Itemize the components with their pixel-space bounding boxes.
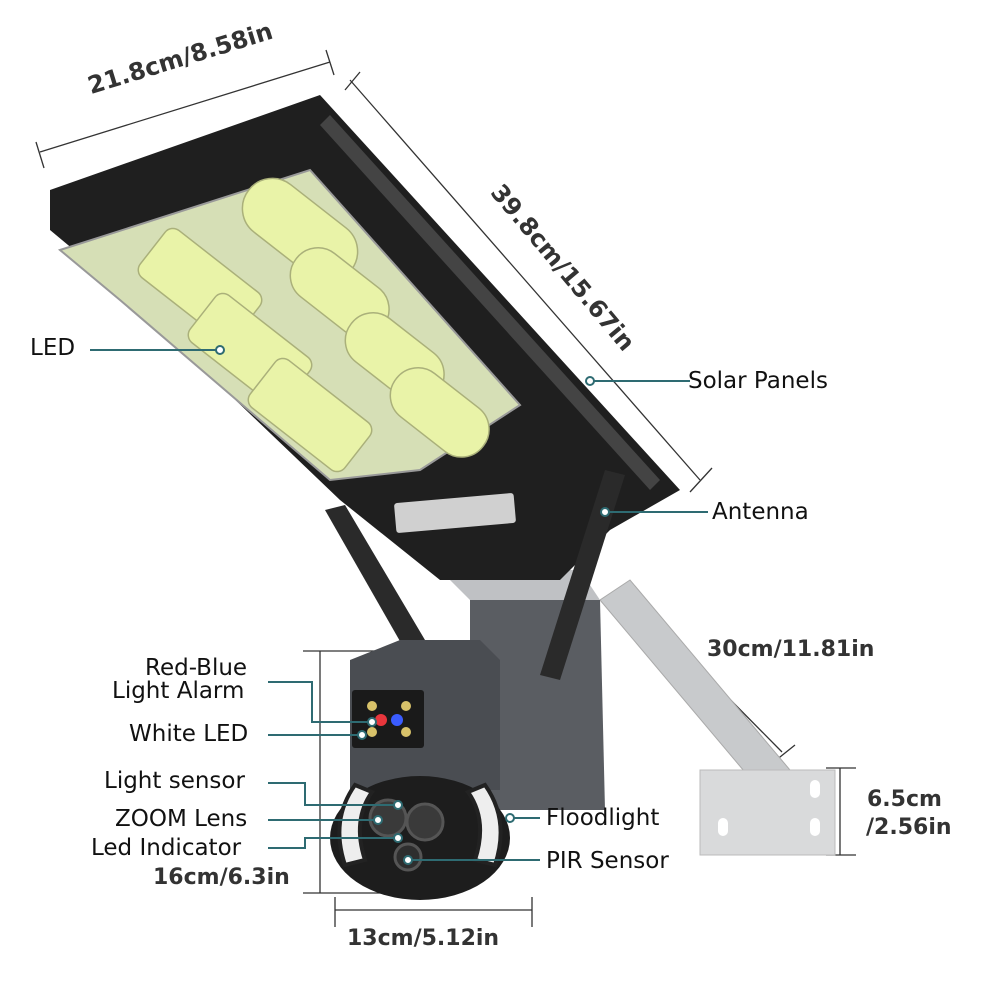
camera-height-dimension: 16cm/6.3in (153, 865, 290, 890)
white-led-label: White LED (129, 721, 249, 747)
antenna-label: Antenna (712, 499, 809, 525)
led-label: LED (30, 335, 76, 361)
solar-panels-label: Solar Panels (688, 368, 828, 394)
callout-lines (90, 349, 708, 861)
pir-sensor-label: PIR Sensor (546, 848, 669, 874)
led-indicator-label: Led Indicator (91, 835, 242, 861)
light-sensor-label: Light sensor (104, 768, 245, 794)
red-blue-label-line1: Red-Blue (145, 655, 248, 681)
zoom-lens-label: ZOOM Lens (115, 806, 248, 832)
bracket-height-dimension-in: /2.56in (866, 815, 952, 840)
bracket-height-dimension-cm: 6.5cm (867, 787, 942, 812)
floodlight-label: Floodlight (546, 805, 660, 831)
camera-width-dimension: 13cm/5.12in (347, 926, 500, 951)
red-blue-label-line2: Light Alarm (112, 678, 245, 704)
led-modules (137, 177, 490, 473)
callout-dots (215, 345, 610, 865)
arm-length-dimension: 30cm/11.81in (707, 637, 875, 662)
